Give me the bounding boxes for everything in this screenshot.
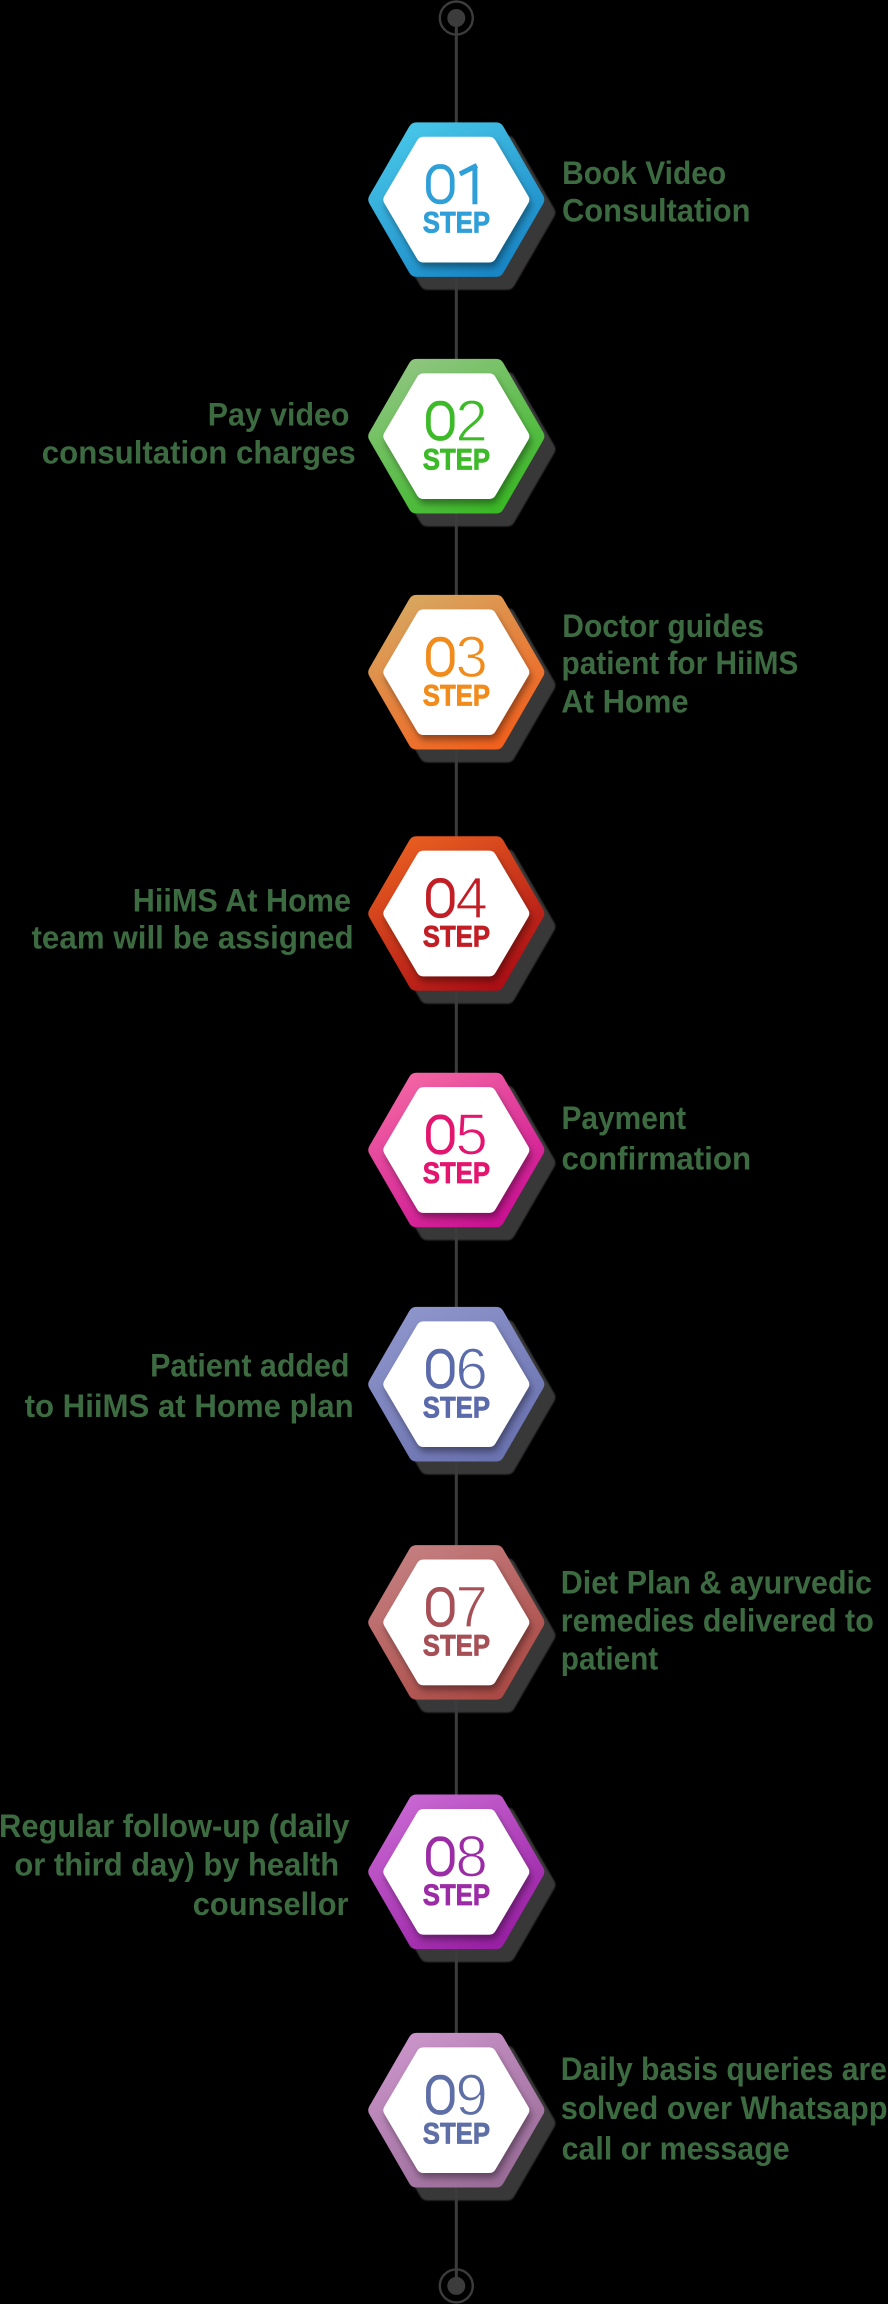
svg-text:consultation charges: consultation charges — [42, 433, 356, 470]
svg-text:STEP: STEP — [423, 1157, 490, 1190]
svg-text:4: 4 — [455, 866, 487, 931]
svg-text:8: 8 — [455, 1824, 487, 1889]
svg-text:Consultation: Consultation — [562, 192, 751, 229]
svg-text:team will be assigned: team will be assigned — [32, 919, 354, 956]
svg-text:2: 2 — [455, 389, 487, 454]
svg-text:3: 3 — [455, 625, 487, 690]
svg-text:to HiiMS at Home plan: to HiiMS at Home plan — [25, 1387, 354, 1424]
svg-text:patient for HiiMS: patient for HiiMS — [562, 644, 799, 681]
svg-text:At Home: At Home — [561, 682, 688, 719]
svg-text:Pay video: Pay video — [208, 395, 350, 432]
svg-text:or third day) by health: or third day) by health — [14, 1846, 339, 1883]
svg-text:Book Video: Book Video — [562, 154, 726, 191]
svg-text:5: 5 — [455, 1103, 487, 1168]
svg-text:Regular follow-up (daily: Regular follow-up (daily — [0, 1807, 349, 1844]
svg-text:counsellor: counsellor — [193, 1885, 349, 1922]
svg-text:9: 9 — [455, 2063, 487, 2128]
svg-text:STEP: STEP — [423, 1879, 490, 1912]
svg-text:remedies delivered to: remedies delivered to — [561, 1602, 874, 1639]
svg-text:solved over Whatsapp: solved over Whatsapp — [561, 2089, 888, 2126]
svg-text:STEP: STEP — [423, 1391, 490, 1424]
svg-text:STEP: STEP — [423, 2117, 490, 2150]
svg-text:7: 7 — [455, 1575, 487, 1640]
svg-text:Patient added: Patient added — [150, 1347, 349, 1384]
svg-text:Daily basis queries are: Daily basis queries are — [561, 2050, 887, 2087]
svg-text:Payment: Payment — [562, 1099, 687, 1136]
svg-text:6: 6 — [455, 1337, 487, 1402]
svg-text:Diet Plan & ayurvedic: Diet Plan & ayurvedic — [561, 1564, 872, 1601]
svg-text:STEP: STEP — [423, 1630, 490, 1663]
svg-text:STEP: STEP — [423, 679, 490, 712]
svg-text:patient: patient — [561, 1640, 658, 1677]
svg-text:STEP: STEP — [423, 921, 490, 954]
svg-text:call or message: call or message — [562, 2129, 790, 2166]
svg-text:STEP: STEP — [423, 443, 490, 476]
svg-text:STEP: STEP — [423, 207, 490, 240]
svg-text:HiiMS At Home: HiiMS At Home — [133, 882, 351, 919]
svg-text:Doctor guides: Doctor guides — [562, 607, 764, 644]
svg-text:confirmation: confirmation — [562, 1139, 752, 1176]
